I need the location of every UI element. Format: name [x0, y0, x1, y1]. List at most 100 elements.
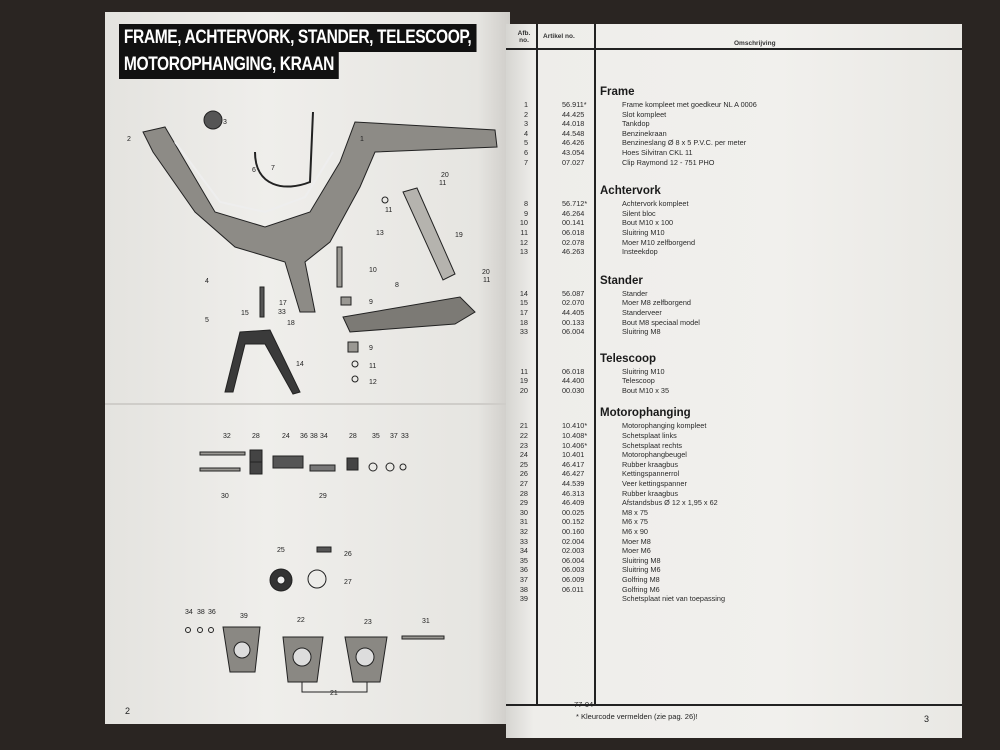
artikel-no: 44.405 [562, 307, 585, 317]
stand-drawing [224, 329, 301, 395]
afb-no: 37 [519, 574, 528, 584]
callout-number: 12 [369, 379, 377, 386]
omschrijving: Achtervork kompleet [622, 199, 689, 209]
omschrijving: Hoes Silvitran CKL 11 [622, 147, 693, 157]
artikel-cell: 02.004 [528, 537, 600, 547]
artikel-cell: 06.003 [528, 565, 600, 575]
swing-arm-drawing [342, 296, 476, 333]
afb-no: 38 [519, 584, 528, 594]
callout-number: 25 [277, 547, 285, 554]
callout-number: 29 [319, 493, 327, 500]
artikel-cell: 44.018 [528, 119, 600, 129]
table-bottom-line [506, 704, 962, 706]
callout-number: 37 [390, 433, 398, 440]
artikel-no: 44.018 [562, 119, 585, 129]
artikel-no: 46.426 [562, 138, 585, 148]
omschrijving: Slot kompleet [622, 109, 667, 119]
afb-no: 36 [519, 565, 528, 575]
omschrijving: Tankdop [622, 119, 650, 129]
callout-number: 2 [127, 136, 131, 143]
artikel-cell: 06.004 [528, 556, 600, 566]
artikel-cell: 46.417 [528, 460, 600, 470]
afb-no: 24 [519, 450, 528, 460]
section-title: Achtervork [600, 185, 661, 198]
artikel-cell: 10.408* [528, 431, 600, 441]
artikel-cell: 56.087 [528, 289, 600, 299]
section-title: Stander [600, 274, 643, 287]
callout-number: 21 [330, 690, 338, 697]
omschrijving: Veer kettingspanner [622, 479, 687, 489]
callout-number: 28 [252, 433, 260, 440]
artikel-no: 46.264 [562, 208, 585, 218]
callout-number: 15 [241, 310, 249, 317]
callout-number: 31 [422, 618, 430, 625]
afb-no: 25 [519, 459, 528, 469]
section-title: Telescoop [600, 352, 657, 365]
afb-no: 4 [523, 128, 528, 138]
artikel-no: 00.025 [562, 507, 585, 517]
artikel-no: 46.409 [562, 498, 585, 508]
afb-no: 12 [519, 237, 528, 247]
callout-number: 34 [320, 433, 328, 440]
omschrijving: Bout M8 speciaal model [622, 317, 700, 327]
artikel-no: 46.427 [562, 469, 585, 479]
artikel-cell: 46.263 [528, 247, 600, 257]
afb-no: 5 [523, 138, 528, 148]
omschrijving: Bout M10 x 35 [622, 385, 670, 395]
artikel-no: 44.548 [562, 128, 585, 138]
tank-cap-drawing [203, 110, 223, 130]
page-number-right: 3 [924, 714, 930, 724]
artikel-no: 44.425 [562, 109, 585, 119]
omschrijving: Sluitring M6 [622, 565, 661, 575]
artikel-no: 00.030 [562, 385, 585, 395]
artikel-cell: 00.030 [528, 386, 600, 396]
afb-no: 39 [519, 594, 528, 604]
artikel-cell: 46.313 [528, 489, 600, 499]
artikel-no: 00.141 [562, 218, 585, 228]
callout-number: 23 [364, 619, 372, 626]
artikel-cell: 10.410* [528, 421, 600, 431]
callout-number: 4 [205, 278, 209, 285]
afb-no: 26 [519, 469, 528, 479]
afb-no: 31 [519, 517, 528, 527]
artikel-cell: 06.009 [528, 575, 600, 585]
callout-number: 36 [208, 609, 216, 616]
omschrijving: Motorophanging kompleet [622, 421, 707, 431]
page-number-left: 2 [125, 706, 131, 716]
omschrijving: Moer M8 zelfborgend [622, 298, 691, 308]
omschrijving: Bout M10 x 100 [622, 218, 674, 228]
afb-no: 35 [519, 555, 528, 565]
afb-no: 30 [519, 507, 528, 517]
artikel-cell: 44.425 [528, 110, 600, 120]
callout-number: 3 [223, 119, 227, 126]
callout-number: 10 [369, 267, 377, 274]
callout-number: 30 [221, 493, 229, 500]
artikel-cell: 10.406* [528, 441, 600, 451]
artikel-cell: 06.011 [528, 585, 600, 595]
shock-absorber-drawing [402, 187, 456, 281]
omschrijving: Insteekdop [622, 247, 658, 257]
omschrijving: Sluitring M10 [622, 227, 665, 237]
omschrijving: Sluitring M10 [622, 366, 665, 376]
